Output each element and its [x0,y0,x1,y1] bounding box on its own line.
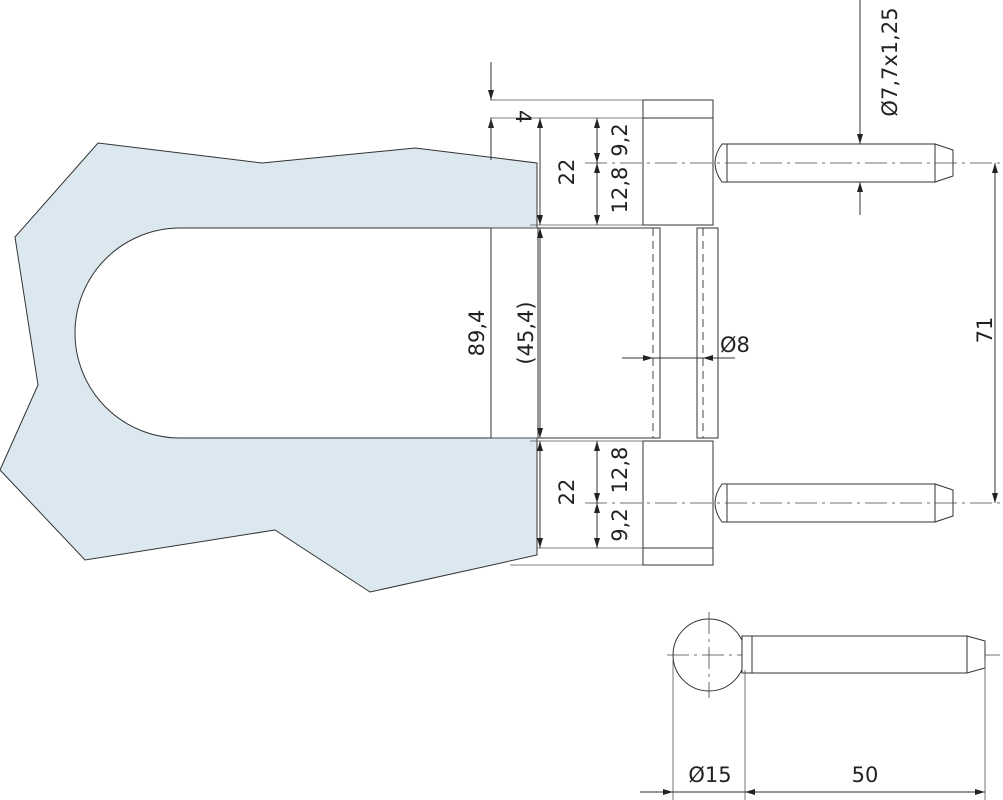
dim-pin-length: 50 [852,763,879,787]
dim-pin-thread: Ø7,7x1,25 [878,7,902,116]
dim-middle: (45,4) [514,301,538,364]
hinge-middle-knuckle [491,227,719,439]
dim-pin-spacing: 71 [973,317,997,344]
dim-head-diameter: Ø15 [688,763,731,787]
dim-top-leaf: 22 [555,159,579,186]
dim-overall-cutout: 89,4 [465,310,489,357]
hinge-upper-leaf [490,99,714,226]
dim-bottom-upper: 12,8 [608,447,632,494]
dim-cap-height: 4 [511,110,535,123]
pin-side-view [640,612,1000,800]
dim-top-lower: 12,8 [608,167,632,214]
glass-panel [0,142,538,593]
dimension-lines [488,0,998,548]
dim-bottom-leaf: 22 [555,479,579,506]
dim-top-upper: 9,2 [608,123,632,156]
dim-knuckle-diameter: Ø8 [720,333,750,357]
dim-bottom-lower: 9,2 [608,508,632,541]
hinge-lower-leaf [510,440,714,566]
lower-pin [585,483,1003,523]
upper-pin [585,143,1003,183]
